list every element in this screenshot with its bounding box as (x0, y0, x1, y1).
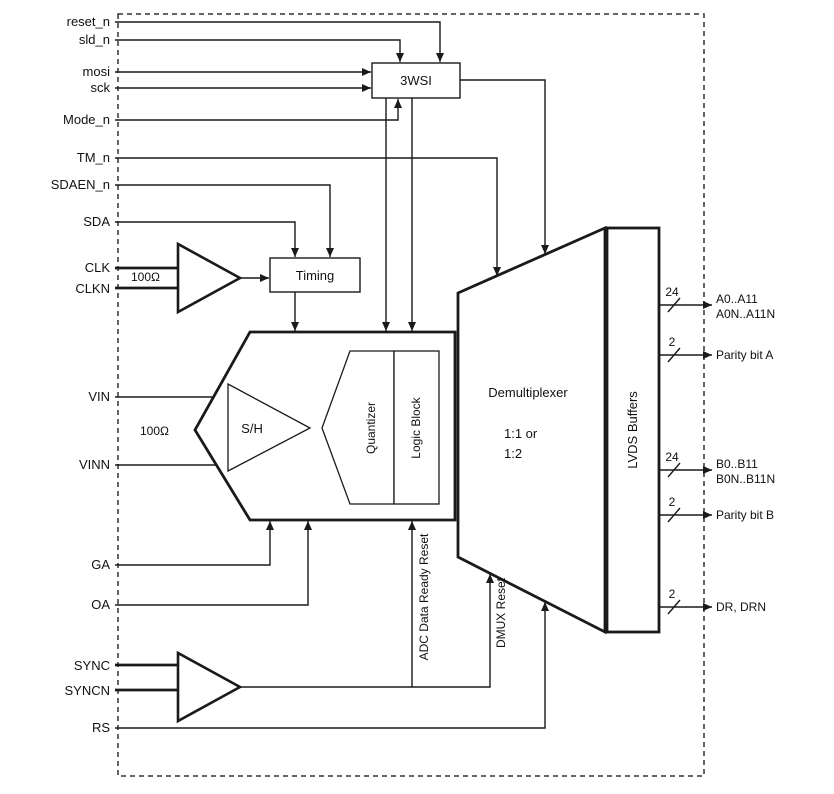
clock-buffer-triangle (176, 241, 243, 315)
pin-label-vinn: VINN (79, 457, 110, 472)
pin-label-syncn: SYNCN (64, 683, 110, 698)
bus-b-width-label: 24 (665, 450, 679, 464)
adc-data-ready-reset-label: ADC Data Ready Reset (417, 533, 431, 660)
wire-sync-to-dmux-reset (240, 574, 494, 688)
wire-sdaen-n (115, 184, 334, 257)
pin-label-sync: SYNC (74, 658, 110, 673)
timing-label: Timing (296, 268, 335, 283)
wire-sda (115, 221, 299, 257)
bus-b-label-line2: B0N..B11N (716, 472, 775, 486)
pin-label-oa: OA (91, 597, 110, 612)
dmux-reset-label: DMUX Reset (494, 577, 508, 648)
timing-block (269, 257, 361, 293)
pin-label-sck: sck (91, 80, 111, 95)
pin-label-rs: RS (92, 720, 110, 735)
bus-width-slash (667, 507, 681, 523)
parity-a-label: Parity bit A (716, 348, 773, 362)
pin-label-sda: SDA (83, 214, 110, 229)
bus-width-slash (667, 297, 681, 313)
wire-spi-to-demux (460, 79, 549, 254)
lvds-buffers-block (605, 226, 661, 634)
vin-termination-label: 100Ω (140, 424, 169, 438)
logic-block-shape (393, 350, 440, 505)
wire-rs (115, 602, 549, 729)
parity-b-label: Parity bit B (716, 508, 774, 522)
wire-ga (115, 521, 274, 566)
quantizer-shape (321, 350, 395, 505)
chip-boundary (117, 13, 705, 777)
clk-termination-label: 100Ω (131, 270, 160, 284)
threewsi-block (371, 62, 461, 99)
bus-width-slash (667, 462, 681, 478)
demultiplexer-shape (456, 225, 607, 635)
sync-buffer-triangle (176, 650, 243, 724)
bus-b-label-line1: B0..B11 (716, 457, 758, 471)
wire-tm-n (115, 157, 501, 276)
pin-label-reset-n: reset_n (67, 14, 110, 29)
dr-width-label: 2 (669, 587, 676, 601)
wire-reset-n (115, 21, 444, 62)
pin-label-vin: VIN (88, 389, 110, 404)
pin-label-mode-n: Mode_n (63, 112, 110, 127)
parity-b-width-label: 2 (669, 495, 676, 509)
sample-hold-label: S/H (241, 421, 263, 436)
pin-label-tm-n: TM_n (77, 150, 110, 165)
bus-a-width-label: 24 (665, 285, 679, 299)
logic-block-label: Logic Block (409, 396, 423, 458)
pin-label-mosi: mosi (83, 64, 111, 79)
pin-label-sld-n: sld_n (79, 32, 110, 47)
pin-label-ga: GA (91, 557, 110, 572)
pin-label-clk: CLK (85, 260, 111, 275)
pin-label-sdaen-n: SDAEN_n (51, 177, 110, 192)
wire-oa (115, 521, 312, 606)
bus-a-label-line2: A0N..A11N (716, 307, 775, 321)
wire-mode-n (115, 99, 402, 121)
threewsi-label: 3WSI (400, 73, 432, 88)
dr-label: DR, DRN (716, 600, 766, 614)
quantizer-label: Quantizer (364, 402, 378, 454)
demux-mode-label-1: 1:1 or (504, 426, 538, 441)
sample-hold-triangle (227, 382, 312, 473)
demux-title-label: Demultiplexer (488, 385, 568, 400)
demux-mode-label-2: 1:2 (504, 446, 522, 461)
parity-a-width-label: 2 (669, 335, 676, 349)
pin-label-clkn: CLKN (75, 281, 110, 296)
bus-a-label-line1: A0..A11 (716, 292, 758, 306)
bus-width-slash (667, 347, 681, 363)
bus-width-slash (667, 599, 681, 615)
lvds-buffers-label: LVDS Buffers (625, 391, 640, 469)
wire-sld-n (115, 39, 404, 62)
